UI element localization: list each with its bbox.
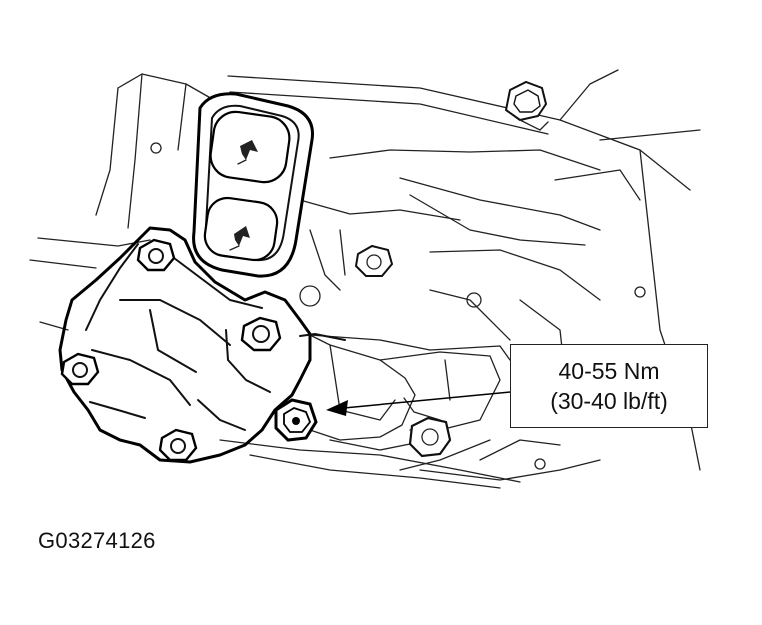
leader-arrowhead xyxy=(326,400,348,416)
key-fob xyxy=(192,92,314,278)
torque-bolt xyxy=(274,398,318,442)
mid-bolt xyxy=(354,244,394,277)
torque-imperial-label: (30-40 lb/ft) xyxy=(550,388,668,414)
bracket-bolt-right xyxy=(408,416,452,458)
mounting-bracket xyxy=(299,334,501,441)
top-right-bolt xyxy=(504,80,549,131)
mounting-holes xyxy=(150,142,646,470)
lock-button xyxy=(203,196,279,262)
housing-bolt-left xyxy=(60,352,100,386)
lock-arrow-icon xyxy=(229,226,250,251)
housing-bolt-top xyxy=(136,238,176,272)
actuator-housing xyxy=(58,226,346,464)
bolts xyxy=(60,80,549,462)
callout-leader xyxy=(326,391,511,416)
unlock-arrow-icon xyxy=(237,140,258,165)
figure-id-label: G03274126 xyxy=(38,528,156,553)
housing-bolt-bottom xyxy=(158,428,198,462)
torque-metric-label: 40-55 Nm xyxy=(558,358,660,384)
torque-callout: 40-55 Nm (30-40 lb/ft) xyxy=(510,344,708,428)
background-housing xyxy=(29,69,701,489)
housing-bolt-center xyxy=(240,316,282,352)
